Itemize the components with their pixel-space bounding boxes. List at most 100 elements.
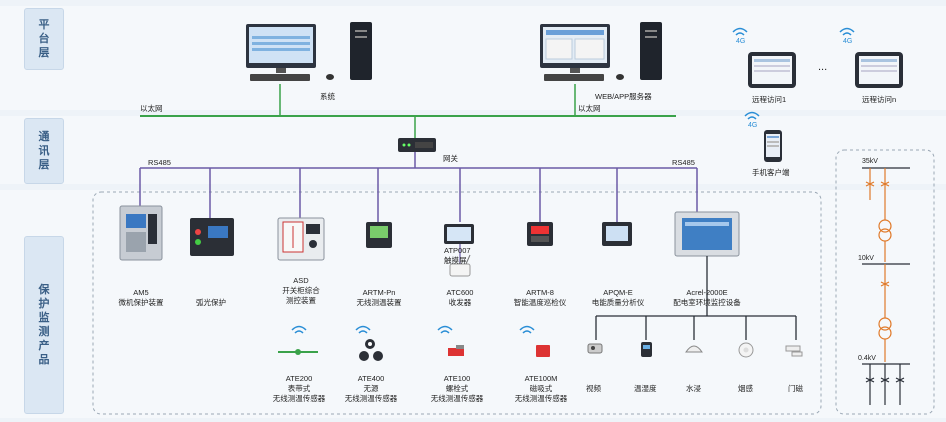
layer-tab-platform: 平 台 层 (24, 8, 64, 70)
voltage-10kv-label: 10kV (858, 255, 874, 262)
device-label: ARTM-8 智能温度巡检仪 (508, 288, 572, 308)
web-server-icon (540, 22, 662, 81)
device-desc: 测控装置 (286, 296, 316, 305)
atp007-touchscreen-icon (444, 224, 474, 244)
tablet-icon (855, 52, 903, 88)
mobile-phone-icon (764, 130, 782, 162)
tablet-icon (748, 52, 796, 88)
device-desc: 弧光保护 (196, 298, 226, 307)
artm-8-device-icon (527, 222, 553, 246)
device-label: Acrel-2000E 配电室环境监控设备 (664, 288, 750, 308)
env-label-video: 视频 (586, 384, 601, 393)
thermo-hygrometer-icon (641, 342, 652, 357)
device-desc: 触摸屏 (444, 256, 467, 265)
device-model: ATC600 (446, 288, 474, 297)
atc600-transceiver-icon (449, 254, 471, 277)
sensor-desc: 无线测温传感器 (272, 394, 326, 403)
device-label: ARTM-Pn 无线测温装置 (348, 288, 410, 308)
sensor-model: ATE400 (357, 374, 385, 383)
layer-tab-protect: 保 护 监 测 产 品 (24, 236, 64, 414)
device-model: ARTM-8 (526, 288, 554, 297)
voltage-04kv-label: 0.4kV (858, 355, 876, 362)
device-desc: 微机保护装置 (118, 298, 164, 307)
apqm-e-device-icon (602, 222, 632, 246)
system-computer-icon (246, 22, 372, 81)
ate200-sensor-icon (278, 349, 318, 355)
device-model: AM5 (133, 288, 149, 297)
rs485-label-right: RS485 (672, 158, 695, 167)
device-label: APQM-E 电能质量分析仪 (586, 288, 650, 308)
env-label-temp-humidity: 温湿度 (634, 384, 657, 393)
ate100-sensor-icon (448, 345, 464, 356)
sensor-desc: 磁吸式 (529, 384, 553, 393)
sensor-label: ATE100M 磁吸式 无线测温传感器 (508, 374, 574, 404)
device-label: 弧光保护 (180, 298, 242, 308)
arc-protection-icon (190, 218, 234, 256)
voltage-35kv-label: 35kV (862, 158, 878, 165)
device-desc: 电能质量分析仪 (591, 298, 645, 307)
acrel-2000e-device-icon (674, 211, 740, 257)
remote-access-1-label: 远程访问1 (752, 95, 787, 104)
device-model: Acrel-2000E (686, 288, 728, 297)
water-leak-icon (685, 345, 703, 353)
layer-char: 讯 (38, 145, 50, 157)
sensor-desc: 无线测温传感器 (430, 394, 484, 403)
rs485-label-left: RS485 (148, 158, 171, 167)
device-label: ASD 开关柜综合 测控装置 (270, 276, 332, 306)
remote-access-n-label: 远程访问n (862, 95, 897, 104)
layer-char: 台 (38, 33, 50, 45)
layer-char: 通 (38, 131, 50, 143)
ellipsis-label: ... (818, 61, 828, 73)
layer-char: 产 (38, 340, 50, 352)
sensor-desc: 螺栓式 (445, 384, 469, 393)
wifi-icon (291, 325, 535, 334)
env-label-door: 门磁 (788, 384, 803, 393)
layer-char: 平 (38, 19, 50, 31)
env-label-water-leak: 水浸 (686, 384, 701, 393)
comm-band (0, 116, 946, 184)
atp-label: ATP007 触摸屏 (444, 246, 471, 266)
wifi-icon (732, 27, 855, 120)
device-desc: 收发器 (448, 298, 472, 307)
4g-label: 4G (843, 38, 853, 45)
sensor-model: ATE100M (524, 374, 558, 383)
4g-label: 4G (736, 38, 746, 45)
device-desc: 配电室环境监控设备 (673, 298, 741, 307)
device-label: AM5 微机保护装置 (110, 288, 172, 308)
sensor-desc: 表带式 (287, 384, 311, 393)
device-desc: 智能温度巡检仪 (513, 298, 567, 307)
layer-char: 测 (38, 326, 50, 338)
device-desc: 无线测温装置 (356, 298, 402, 307)
smoke-detector-icon (738, 342, 754, 358)
layer-char: 监 (38, 312, 50, 324)
mobile-client-label: 手机客户端 (752, 168, 790, 177)
am5-device-icon (119, 205, 163, 261)
web-server-label: WEB/APP服务器 (595, 92, 652, 101)
wiring-diagram (862, 167, 910, 405)
device-model: ARTM-Pn (362, 288, 396, 297)
gateway-icon (398, 138, 436, 152)
sensor-desc: 无源 (363, 384, 379, 393)
sensor-model: ATE200 (285, 374, 313, 383)
layer-char: 品 (38, 354, 50, 366)
ethernet-label-right: 以太网 (578, 104, 601, 113)
sensor-desc: 无线测温传感器 (344, 394, 398, 403)
layer-char: 层 (38, 159, 50, 171)
asd-device-icon (277, 217, 325, 261)
device-desc: 开关柜综合 (282, 286, 320, 295)
artm-pn-device-icon (366, 222, 392, 248)
wiring-group-box (835, 149, 935, 415)
sensor-model: ATE100 (443, 374, 471, 383)
gateway-label: 网关 (443, 154, 458, 163)
sensor-label: ATE100 螺栓式 无线测温传感器 (424, 374, 490, 404)
layer-char: 护 (38, 298, 50, 310)
device-label: ATC600 收发器 (429, 288, 491, 308)
system-label: 系统 (320, 92, 335, 101)
layer-tab-comm: 通 讯 层 (24, 118, 64, 184)
door-sensor-icon (785, 345, 803, 357)
ate400-sensor-icon (359, 339, 383, 361)
device-model: ATP007 (444, 246, 471, 255)
protect-group-box (92, 191, 822, 415)
env-label-smoke: 烟感 (738, 384, 753, 393)
